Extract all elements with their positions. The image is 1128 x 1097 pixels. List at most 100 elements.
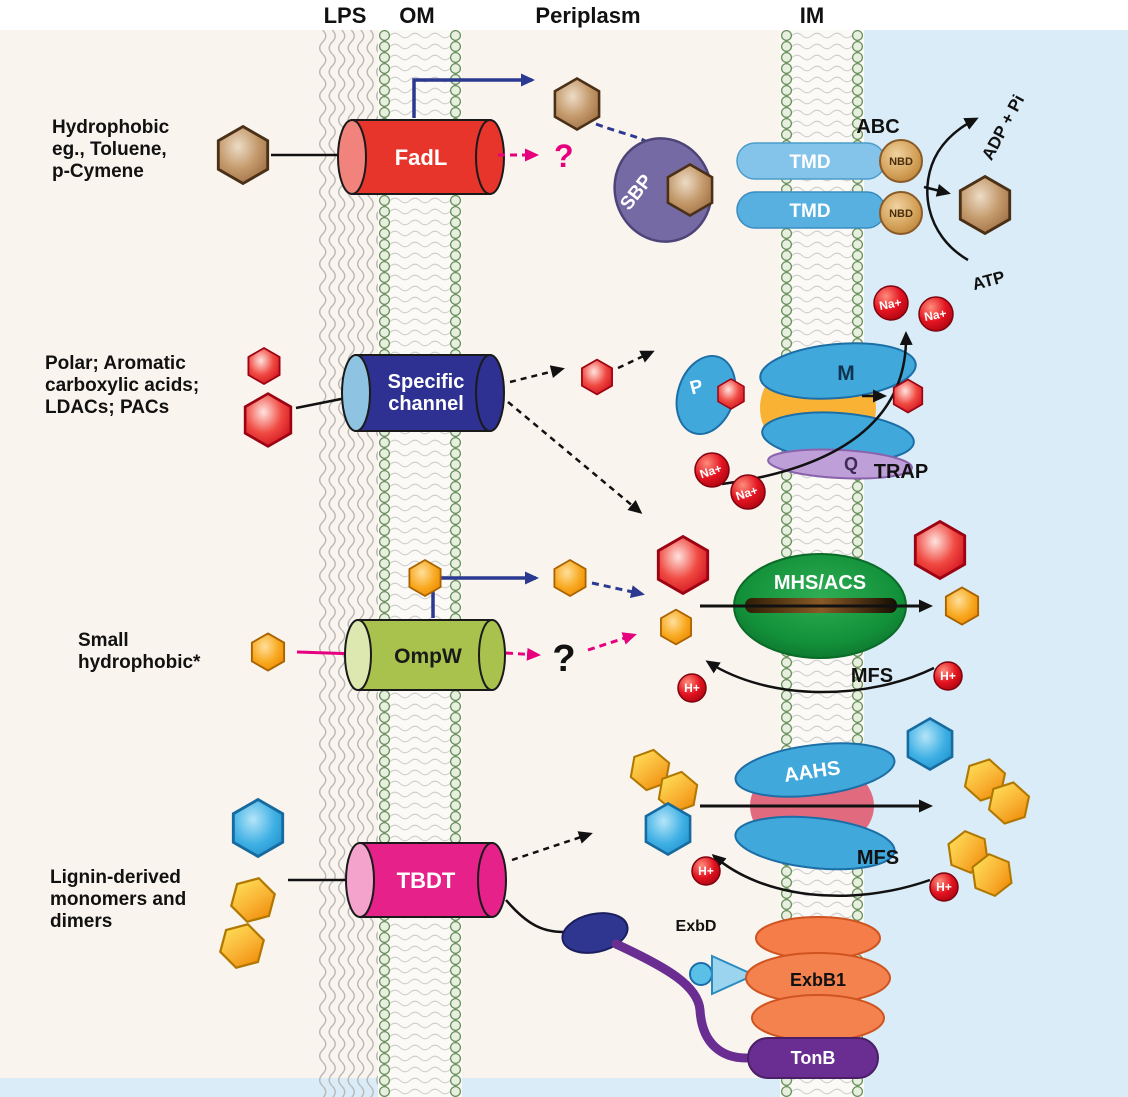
tbdt-substrate-label-line1: Lignin-derived: [50, 867, 181, 888]
na-ion-bottom-2: [730, 474, 766, 510]
specific-channel-label-line1: Specific: [388, 371, 465, 393]
na-ion-top-2-label: Na+: [923, 306, 947, 324]
tbdt-system: Lignin-derived monomers and dimers TBDT …: [50, 717, 1033, 1079]
nbd-upper-label: NBD: [889, 156, 913, 168]
channel-to-mhs-arrow: [507, 401, 643, 514]
specific-substrate-label-line1: Polar; Aromatic: [45, 353, 186, 374]
hex-polar-small-left: [247, 347, 281, 385]
hex-mhs-substrate-red: [656, 535, 710, 595]
fadl-cylinder-left-cap: [337, 119, 367, 195]
trap-m-label: M: [837, 362, 855, 385]
hex-toluene-sbp: [666, 163, 714, 217]
specific-channel-right-cap: [475, 354, 505, 432]
ompw-label: OmpW: [394, 645, 462, 668]
hex-toluene-cytoplasm: [958, 175, 1012, 235]
label-im: IM: [800, 3, 824, 28]
exbb1-label: ExbB1: [790, 970, 846, 990]
na-ion-top-2: [918, 296, 954, 332]
fadl-cylinder-body: [351, 119, 491, 195]
hex-small-hydrophobic-left: [250, 632, 286, 672]
exbd-protein: [711, 954, 757, 996]
trap-q-subunit: [767, 448, 913, 480]
h-ion-aahs-right-label: H+: [936, 880, 952, 894]
channel-to-periplasm-arrow: [509, 365, 565, 384]
tbdt-cylinder-right-cap: [477, 842, 507, 918]
label-periplasm: Periplasm: [535, 3, 640, 28]
label-om: OM: [399, 3, 434, 28]
h-ion-aahs-left-label: H+: [698, 864, 714, 878]
mhs-acs-label: MHS/ACS: [774, 572, 866, 594]
exbd-anchor: [689, 962, 713, 986]
trap-m-subunit: [759, 342, 917, 400]
mhs-mfs-label: MFS: [851, 665, 893, 687]
hex-lignin-blue-left: [231, 798, 285, 858]
fadl-substrate-label-line1: Hydrophobic: [52, 117, 170, 138]
ompw-substrate-label-line1: Small: [78, 630, 129, 651]
tbdt-plug-connector: [505, 899, 565, 934]
bottom-band: [0, 1078, 1128, 1097]
na-ion-bottom-1-label: Na+: [698, 461, 724, 481]
ompw-unknown-arrow: [505, 647, 541, 661]
hex-mhs-substrate-orange: [660, 608, 692, 646]
nbd-lower-label: NBD: [889, 208, 913, 220]
tonb-complex: ExbD ExbB1 TonB: [505, 899, 891, 1079]
na-ion-top-1-label: Na+: [878, 295, 902, 313]
tbdt-to-periplasm-arrow: [511, 831, 593, 862]
specific-channel-label-line2: channel: [388, 393, 464, 415]
hex-toluene-periplasm: [553, 77, 601, 131]
hex-polar-large-left: [243, 392, 293, 448]
hex-lignin-blue-periplasm: [644, 802, 692, 856]
tbdt-substrate-label-line3: dimers: [50, 911, 112, 932]
na-ion-bottom-1: [694, 452, 730, 488]
label-lps: LPS: [324, 3, 367, 28]
tmd-upper-label: TMD: [789, 152, 830, 173]
aahs-proton-arrow: [711, 854, 931, 898]
fadl-question-mark: ?: [554, 138, 574, 174]
lps-layer: [318, 30, 380, 1097]
ompw-system: Small hydrophobic* OmpW ? MHS/ACS MFS H+…: [78, 520, 980, 703]
sodium-symport-arrow: [721, 331, 913, 486]
fadl-substrate-label-line2: eg., Toluene,: [52, 139, 167, 160]
h-ion-aahs-right: [929, 872, 959, 902]
fadl-label: FadL: [395, 145, 448, 170]
ompw-cylinder-body: [357, 619, 493, 691]
specific-channel-system: Polar; Aromatic carboxylic acids; LDACs;…: [45, 285, 954, 514]
specific-channel-left-cap: [341, 354, 371, 432]
tonb-linker: [611, 939, 751, 1063]
tbdt-cylinder-left-cap: [345, 842, 375, 918]
na-ion-bottom-2-label: Na+: [734, 483, 760, 503]
nbd-lower: [879, 191, 923, 235]
hex-mhs-product-orange: [944, 586, 980, 626]
aahs-upper-subunit: [734, 742, 896, 798]
exbd-label: ExbD: [676, 918, 717, 935]
tmd-lower-label: TMD: [789, 201, 830, 222]
hex-polar-periplasm: [581, 358, 613, 396]
ompw-cylinder-left-cap: [344, 619, 372, 691]
fadl-export-arrow: [412, 73, 535, 118]
h-ion-mhs-left-label: H+: [684, 681, 700, 695]
ompw-substrate-label-line2: hydrophobic*: [78, 652, 201, 673]
trap-transporter: M P Q TRAP Na+ Na+ Na+ Na+: [675, 285, 954, 510]
h-ion-mhs-left: [677, 673, 707, 703]
tbdt-substrate-label-line2: monomers and: [50, 889, 186, 910]
aahs-transporter: AAHS MFS H+ H+: [691, 717, 1033, 902]
h-ion-aahs-left: [691, 856, 721, 886]
ompw-periplasm-arrow: [591, 581, 645, 598]
hex-polar-in-p: [717, 378, 745, 410]
hex-red-cytoplasm: [913, 520, 967, 580]
tonb-protein: [747, 1037, 879, 1079]
trap-q-label: Q: [844, 454, 858, 474]
specific-substrate-label-line3: LDACs; PACs: [45, 397, 169, 418]
ompw-cylinder-right-cap: [478, 619, 506, 691]
fadl-substrate-label-line3: p-Cymene: [52, 161, 144, 182]
tonb-plug: [561, 912, 629, 954]
abc-label: ABC: [856, 116, 899, 138]
atp-hydrolysis-arrow: [926, 117, 979, 262]
specific-channel-body: [355, 354, 491, 432]
hex-ompw-exit: [408, 559, 442, 597]
fadl-cylinder-right-cap: [475, 119, 505, 195]
specific-substrate-label-line2: carboxylic acids;: [45, 375, 199, 396]
exbb1-subunit-bottom: [751, 994, 885, 1042]
